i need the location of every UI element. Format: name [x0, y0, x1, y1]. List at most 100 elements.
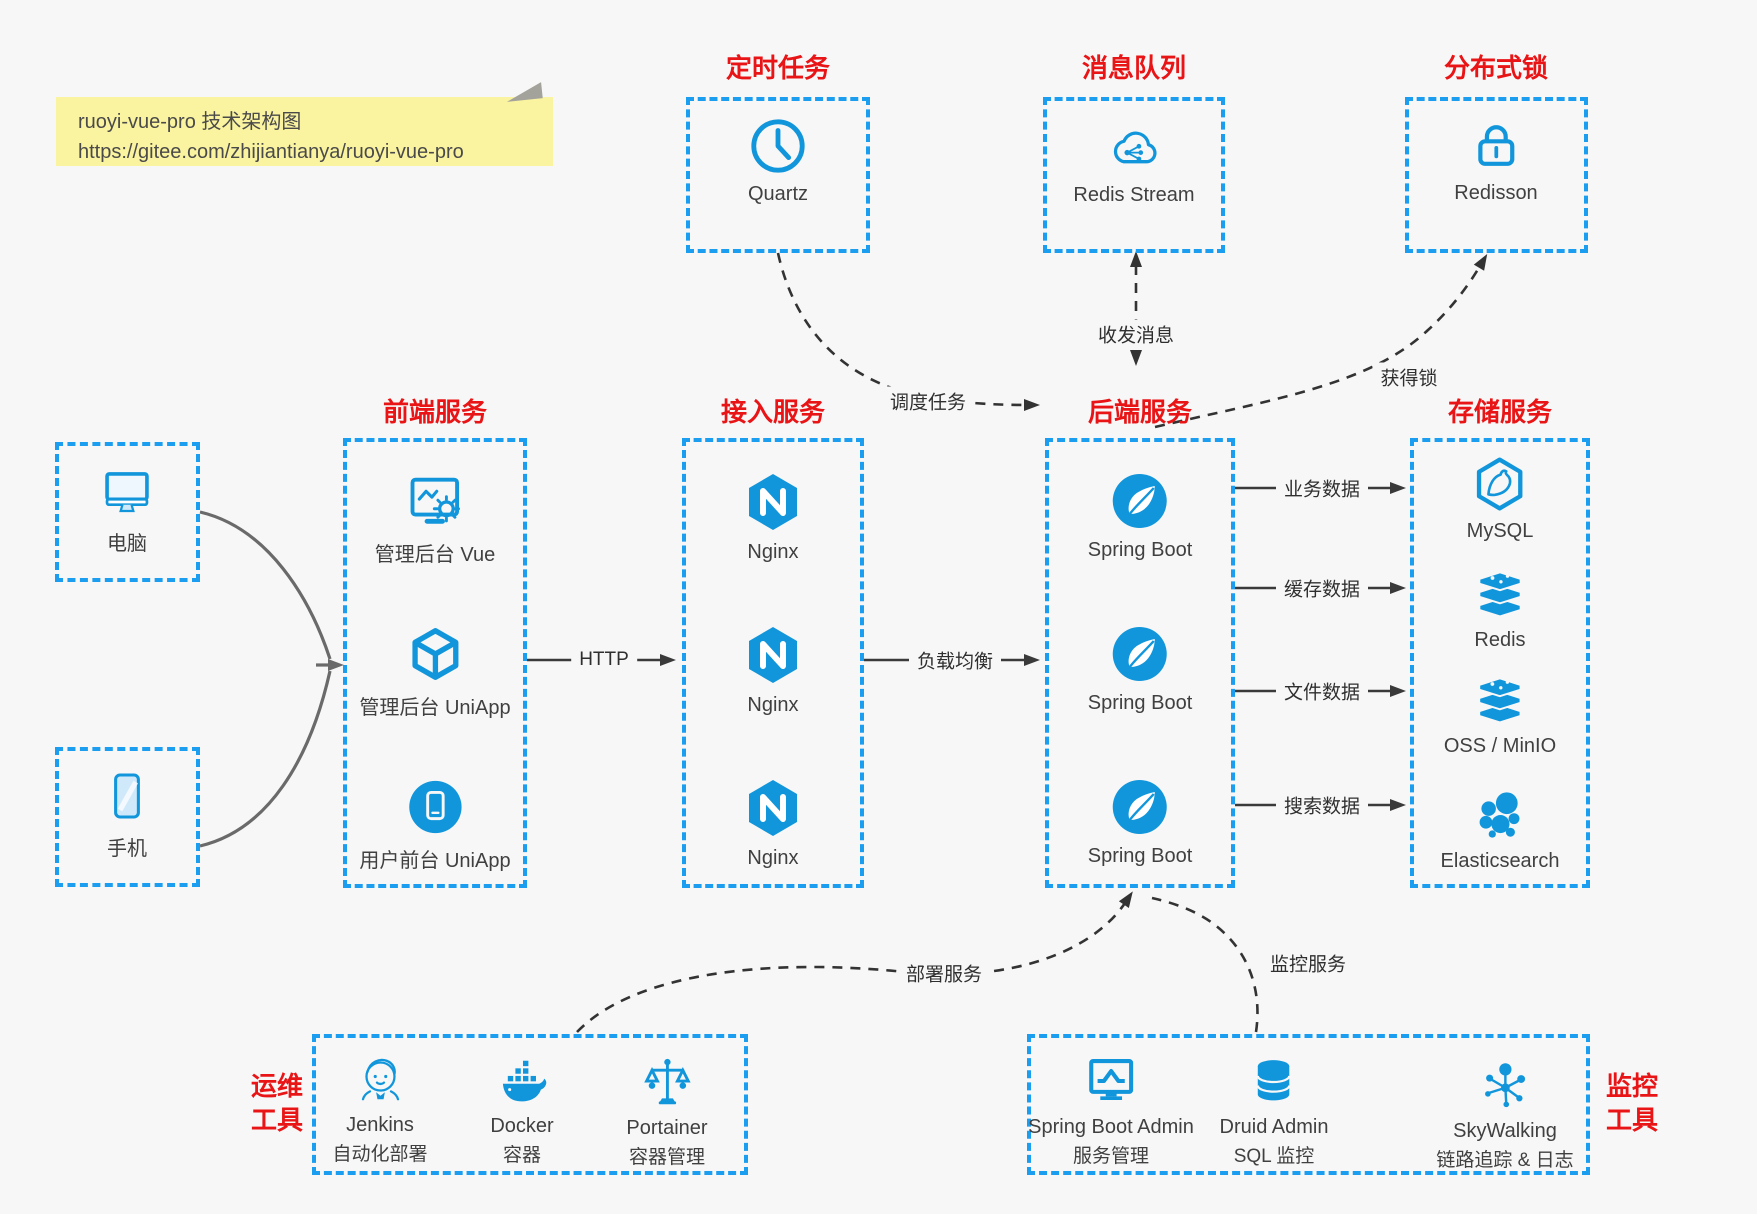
node-sublabel: 链路追踪 & 日志 [1436, 1150, 1574, 1171]
node-quartz: Quartz [747, 115, 809, 206]
edge-label-message: 收发消息 [1089, 319, 1183, 349]
edge-phone-to-frontend [199, 670, 332, 848]
phone-circle-icon [404, 776, 466, 838]
note-url: https://gitee.com/zhijiantianya/ruoyi-vu… [78, 141, 464, 163]
group-title-scheduled-task: 定时任务 [725, 53, 831, 83]
node-sublabel: 自动化部署 [332, 1144, 428, 1165]
edge-label-search-data: 搜索数据 [1275, 790, 1369, 820]
node-redis-stream: Redis Stream [1073, 120, 1195, 207]
node-label: Spring Boot Admin [1028, 1116, 1194, 1138]
node-user-uniapp: 用户前台 UniApp [359, 776, 511, 873]
edge-label-schedule: 调度任务 [881, 386, 975, 416]
node-admin-uniapp: 管理后台 UniApp [359, 623, 511, 720]
note-title: ruoyi-vue-pro 技术架构图 [78, 111, 302, 133]
node-label: Elasticsearch [1440, 850, 1560, 872]
side-label-ops: 运维 工具 [250, 1071, 304, 1135]
node-mysql: MySQL [1467, 454, 1533, 543]
node-label: Nginx [747, 847, 799, 869]
topology-icon [1477, 1058, 1533, 1114]
edge-deploy-service [576, 891, 1133, 1033]
node-label: Jenkins [346, 1114, 414, 1136]
elasticsearch-cluster-icon [1471, 786, 1529, 844]
edge-label-monitor: 监控服务 [1261, 948, 1355, 978]
node-label: 管理后台 Vue [374, 544, 496, 566]
node-admin-vue: 管理后台 Vue [375, 470, 495, 567]
node-spring-boot-3: Spring Boot [1088, 775, 1192, 868]
lock-icon [1466, 116, 1526, 176]
edge-schedule-task [776, 252, 1040, 411]
node-label: Portainer [626, 1117, 708, 1139]
docker-whale-icon [492, 1055, 552, 1109]
scales-icon [638, 1053, 696, 1111]
edge-label-file-data: 文件数据 [1275, 676, 1369, 706]
node-nginx-1: Nginx [741, 469, 805, 564]
node-nginx-3: Nginx [741, 775, 805, 870]
edge-get-lock [1154, 253, 1488, 429]
node-phone: 手机 [99, 766, 155, 861]
admin-monitor-gear-icon [402, 470, 468, 532]
cube-icon [404, 623, 466, 685]
node-label: Nginx [747, 694, 799, 716]
group-title-backend: 后端服务 [1087, 397, 1193, 427]
node-label: Druid Admin [1219, 1116, 1329, 1138]
node-label: 手机 [107, 838, 147, 860]
node-label: 电脑 [107, 533, 147, 555]
monitor-chart-icon [1081, 1052, 1141, 1110]
edge-label-cache-data: 缓存数据 [1275, 573, 1369, 603]
node-sublabel: 容器管理 [628, 1147, 705, 1168]
edge-label-deploy: 部署服务 [897, 958, 991, 988]
node-spring-boot-admin: Spring Boot Admin 服务管理 [1028, 1052, 1194, 1168]
node-oss-minio: OSS / MinIO [1444, 669, 1556, 758]
edge-pc-to-frontend [199, 510, 332, 660]
node-label: Docker [490, 1115, 554, 1137]
group-title-access: 接入服务 [720, 397, 826, 427]
group-title-distributed-lock: 分布式锁 [1443, 53, 1549, 83]
node-label: Spring Boot [1087, 692, 1193, 714]
box-frontend-services [343, 438, 527, 888]
box-phone-client [55, 747, 200, 887]
group-title-frontend: 前端服务 [382, 397, 488, 427]
database-icon [1246, 1054, 1302, 1110]
node-sublabel: 容器 [502, 1145, 542, 1166]
spring-leaf-icon [1108, 469, 1172, 533]
node-label: Redis Stream [1073, 184, 1195, 206]
sticky-note: ruoyi-vue-pro 技术架构图 https://gitee.com/zh… [56, 97, 553, 166]
clock-icon [747, 115, 809, 177]
spring-leaf-icon [1108, 622, 1172, 686]
edge-monitor-service [1151, 896, 1259, 1033]
box-access-services [682, 438, 864, 888]
desktop-icon [97, 463, 157, 521]
box-storage-services [1410, 438, 1590, 888]
node-druid-admin: Druid Admin SQL 监控 [1219, 1054, 1329, 1168]
node-sublabel: 服务管理 [1072, 1146, 1149, 1167]
box-backend-services [1045, 438, 1235, 888]
node-label: Redis [1474, 629, 1526, 651]
nginx-icon [741, 775, 805, 841]
nginx-icon [741, 469, 805, 535]
box-ops-tools [312, 1034, 748, 1175]
edge-label-load-balance: 负载均衡 [908, 645, 1002, 675]
node-jenkins: Jenkins 自动化部署 [332, 1052, 428, 1166]
node-redis: Redis [1470, 563, 1530, 652]
node-pc: 电脑 [97, 463, 157, 556]
cloud-stream-icon [1101, 120, 1167, 178]
spring-leaf-icon [1108, 775, 1172, 839]
jenkins-icon [352, 1052, 408, 1108]
node-label: SkyWalking [1453, 1120, 1557, 1142]
node-sublabel: SQL 监控 [1233, 1146, 1315, 1167]
side-label-monitor: 监控 工具 [1605, 1071, 1659, 1135]
stack-icon [1470, 563, 1530, 623]
box-distributed-lock [1405, 97, 1588, 253]
node-portainer: Portainer 容器管理 [626, 1053, 708, 1169]
node-nginx-2: Nginx [741, 622, 805, 717]
node-redisson: Redisson [1454, 116, 1538, 205]
node-label: Redisson [1454, 182, 1538, 204]
node-label: Quartz [747, 183, 809, 205]
box-monitor-tools [1027, 1034, 1590, 1175]
mobile-icon [99, 766, 155, 826]
node-label: Nginx [747, 541, 799, 563]
edge-label-http: HTTP [571, 648, 637, 672]
group-title-storage: 存储服务 [1447, 397, 1553, 427]
group-title-message-queue: 消息队列 [1081, 53, 1187, 83]
